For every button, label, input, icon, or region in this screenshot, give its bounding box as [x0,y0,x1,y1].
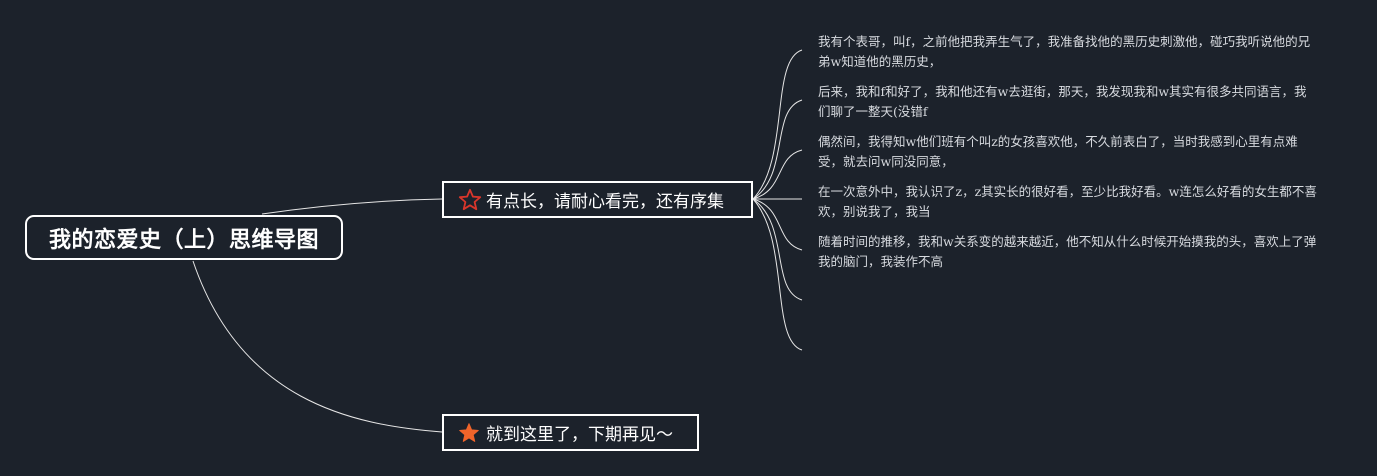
star-filled-icon [459,422,479,442]
subtopic-1[interactable]: 我有个表哥，叫f，之前他把我弄生气了，我准备找他的黑历史刺激他，碰巧我听说他的兄… [818,34,1311,69]
root-topic[interactable]: 我的恋爱史（上）思维导图 [25,215,343,260]
connector-root-branch-2 [192,260,443,433]
connector-leaf-6 [752,198,803,301]
branch-topic-2[interactable]: 就到这里了，下期再见～ [442,414,699,451]
connector-leaf-7 [752,198,803,351]
subtopic-3[interactable]: 偶然间，我得知w他们班有个叫z的女孩喜欢他，不久前表白了，当时我感到心里有点难受… [818,134,1298,169]
connector-leaf-1 [752,49,803,200]
connector-leaf-3 [752,149,803,200]
connector-root-branch-1 [261,198,443,215]
connector-leaf-2 [752,99,803,200]
branch-topic-2-label: 就到这里了，下期再见～ [486,425,673,445]
connector-leaf-5 [752,198,803,251]
subtopic-2[interactable]: 后来，我和f和好了，我和他还有w去逛街，那天，我发现我和w其实有很多共同语言，我… [818,84,1307,119]
subtopic-4[interactable]: 在一次意外中，我认识了z，z其实长的很好看，至少比我好看。w连怎么好看的女生都不… [818,184,1317,219]
branch-topic-1-label: 有点长，请耐心看完，还有序集 [486,192,724,212]
star-outline-icon [458,188,482,210]
branch-topic-1[interactable]: 有点长，请耐心看完，还有序集 [442,181,753,218]
root-topic-label: 我的恋爱史（上）思维导图 [48,227,319,253]
subtopic-5[interactable]: 随着时间的推移，我和w关系变的越来越近，他不知从什么时候开始摸我的头，喜欢上了弹… [818,234,1317,269]
